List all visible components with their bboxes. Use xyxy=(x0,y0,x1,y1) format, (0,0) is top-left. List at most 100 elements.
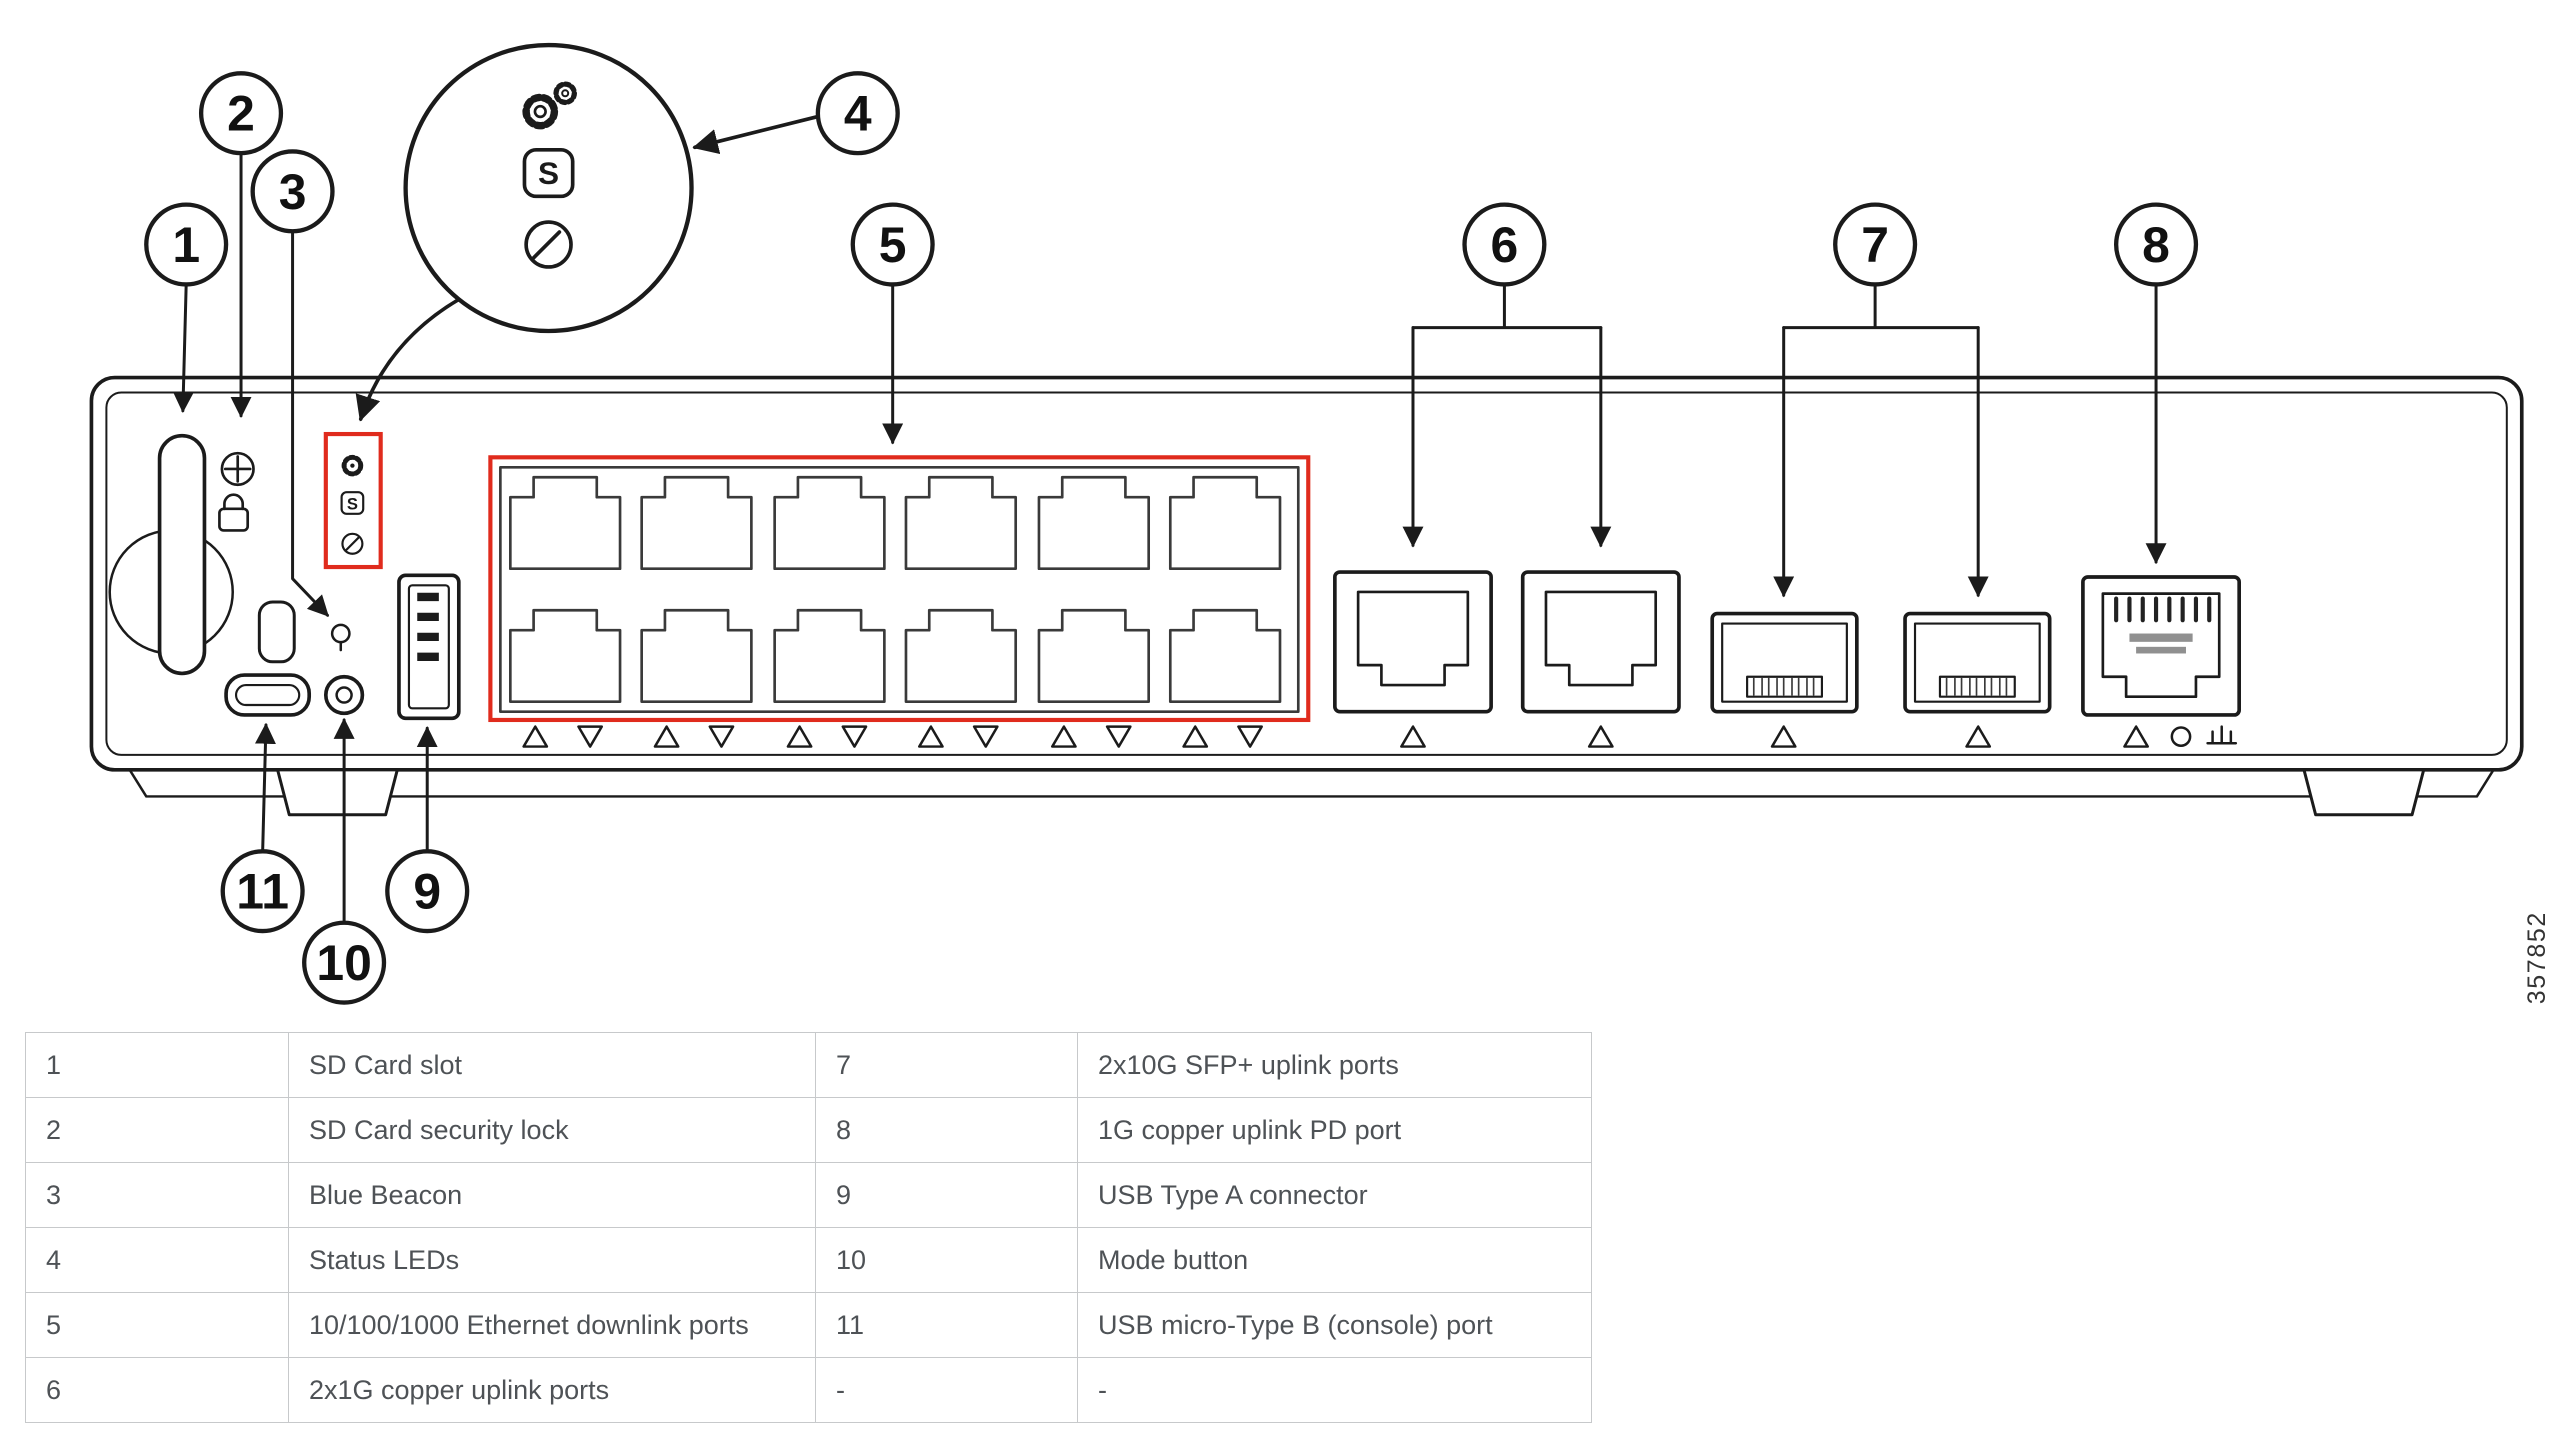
rj45-pins xyxy=(2114,596,2212,623)
callout-1: 1 xyxy=(144,202,229,287)
s-badge-icon xyxy=(522,147,575,199)
ethernet-downlink-ports xyxy=(499,465,1300,713)
rj45-port xyxy=(2101,592,2221,699)
downlink-block-outline xyxy=(499,465,1300,713)
gear-icon xyxy=(341,454,364,477)
pd-port-outline xyxy=(2081,575,2241,717)
rj45-port xyxy=(773,608,886,704)
detail-curved-arrow xyxy=(355,297,461,422)
callout-number: 1 xyxy=(172,217,200,273)
s-badge-letter: S xyxy=(538,155,559,191)
legend-num: 8 xyxy=(815,1097,1078,1163)
legend-label: 10/100/1000 Ethernet downlink ports xyxy=(288,1292,816,1358)
legend-label: 2x1G copper uplink ports xyxy=(288,1357,816,1423)
callout-4: 4 xyxy=(815,71,900,156)
callout-number: 10 xyxy=(316,935,371,991)
sfp-cage-inner xyxy=(1721,622,1848,703)
legend-num: 1 xyxy=(25,1032,289,1098)
port-label-mark xyxy=(2129,633,2193,642)
gear-hub xyxy=(533,104,547,119)
status-led-icons: S xyxy=(340,454,365,555)
rj45-port xyxy=(1037,475,1151,571)
rj45-port xyxy=(1356,590,1470,687)
uplink-port-outline xyxy=(1333,570,1493,714)
legend-num: - xyxy=(815,1357,1078,1423)
legend-row: 6 2x1G copper uplink ports - - xyxy=(25,1357,1592,1423)
sfp-connector xyxy=(1938,675,2016,698)
beacon-light-pipe xyxy=(257,600,296,664)
callout-number: 11 xyxy=(236,864,289,920)
rj45-port xyxy=(773,475,886,571)
status-led-detail-circle: S xyxy=(355,42,820,422)
sd-security-lock-icon xyxy=(218,451,255,532)
usb-a-inner xyxy=(407,584,450,710)
mode-button-center xyxy=(335,686,353,704)
rj45-port xyxy=(509,608,622,704)
callout-3: 3 xyxy=(250,149,335,234)
usb-a-contacts xyxy=(417,592,439,661)
legend-label: Mode button xyxy=(1077,1227,1592,1293)
chassis-foot-right xyxy=(2302,768,2426,817)
rj45-port xyxy=(640,475,753,571)
rj45-port xyxy=(509,475,622,571)
legend-num: 10 xyxy=(815,1227,1078,1293)
sfp-uplink-ports xyxy=(1710,611,2052,714)
legend-label: SD Card slot xyxy=(288,1032,816,1098)
micro-b-inner xyxy=(234,683,301,707)
leader-bracket-6 xyxy=(1411,282,1603,330)
rj45-port xyxy=(1168,475,1282,571)
lock-shackle-icon xyxy=(223,493,245,511)
rj45-port xyxy=(1037,608,1151,704)
callout-10: 10 xyxy=(302,920,387,1005)
callout-number: 3 xyxy=(279,164,307,220)
callouts: 1 2 3 4 5 6 7 8 9 10 11 xyxy=(144,71,2199,1005)
legend-label: 1G copper uplink PD port xyxy=(1077,1097,1592,1163)
legend-num: 9 xyxy=(815,1162,1078,1228)
chassis-faceplate xyxy=(105,391,2508,756)
legend-table: 1 SD Card slot 7 2x10G SFP+ uplink ports… xyxy=(25,1032,1592,1423)
screw-icon xyxy=(220,451,255,487)
pen-stroke xyxy=(345,536,360,551)
callout-number: 2 xyxy=(227,86,255,142)
callout-number: 4 xyxy=(844,86,872,142)
status-led-area-highlight xyxy=(323,431,383,570)
rj45-port xyxy=(1168,608,1282,704)
legend-num: 11 xyxy=(815,1292,1078,1358)
leader-bracket-7 xyxy=(1782,282,1980,330)
callout-11: 11 xyxy=(220,849,305,934)
callout-6: 6 xyxy=(1462,202,1547,287)
uplink-port-outline xyxy=(1520,570,1681,714)
callout-number: 6 xyxy=(1491,217,1519,273)
downlink-ports-highlight xyxy=(488,455,1311,723)
callout-7: 7 xyxy=(1833,202,1918,287)
legend-label: 2x10G SFP+ uplink ports xyxy=(1077,1032,1592,1098)
legend-row: 4 Status LEDs 10 Mode button xyxy=(25,1227,1592,1293)
callout-number: 7 xyxy=(1861,217,1889,273)
legend-row: 2 SD Card security lock 8 1G copper upli… xyxy=(25,1097,1592,1163)
led-indicator-circle xyxy=(2170,726,2192,747)
usb-type-a-port xyxy=(397,573,461,721)
callout-number: 9 xyxy=(413,864,441,920)
sd-card xyxy=(157,433,207,676)
gear-icon xyxy=(522,93,559,130)
pd-uplink-port xyxy=(2081,575,2241,747)
sfp-cage-outline xyxy=(1903,611,2052,714)
port-indicator-triangles xyxy=(522,725,1263,748)
pen-icon xyxy=(524,220,573,269)
s-badge-icon xyxy=(340,491,365,515)
detail-pointer-line xyxy=(692,114,820,155)
s-badge-letter-mini: S xyxy=(347,495,358,514)
rj45-port xyxy=(1544,590,1658,687)
blue-beacon xyxy=(257,600,351,664)
gear-hub xyxy=(350,463,355,468)
callout-leader-lines xyxy=(172,151,2167,925)
uplink-indicator-triangles xyxy=(1400,725,2149,748)
gear-icon-small xyxy=(553,81,577,106)
legend-num: 6 xyxy=(25,1357,289,1423)
legend-label: USB Type A connector xyxy=(1077,1162,1592,1228)
gear-hub-small xyxy=(561,89,570,98)
panel-diagram: S xyxy=(89,42,2551,1005)
leader-line-3 xyxy=(291,229,329,617)
usb-a-outline xyxy=(397,573,461,721)
